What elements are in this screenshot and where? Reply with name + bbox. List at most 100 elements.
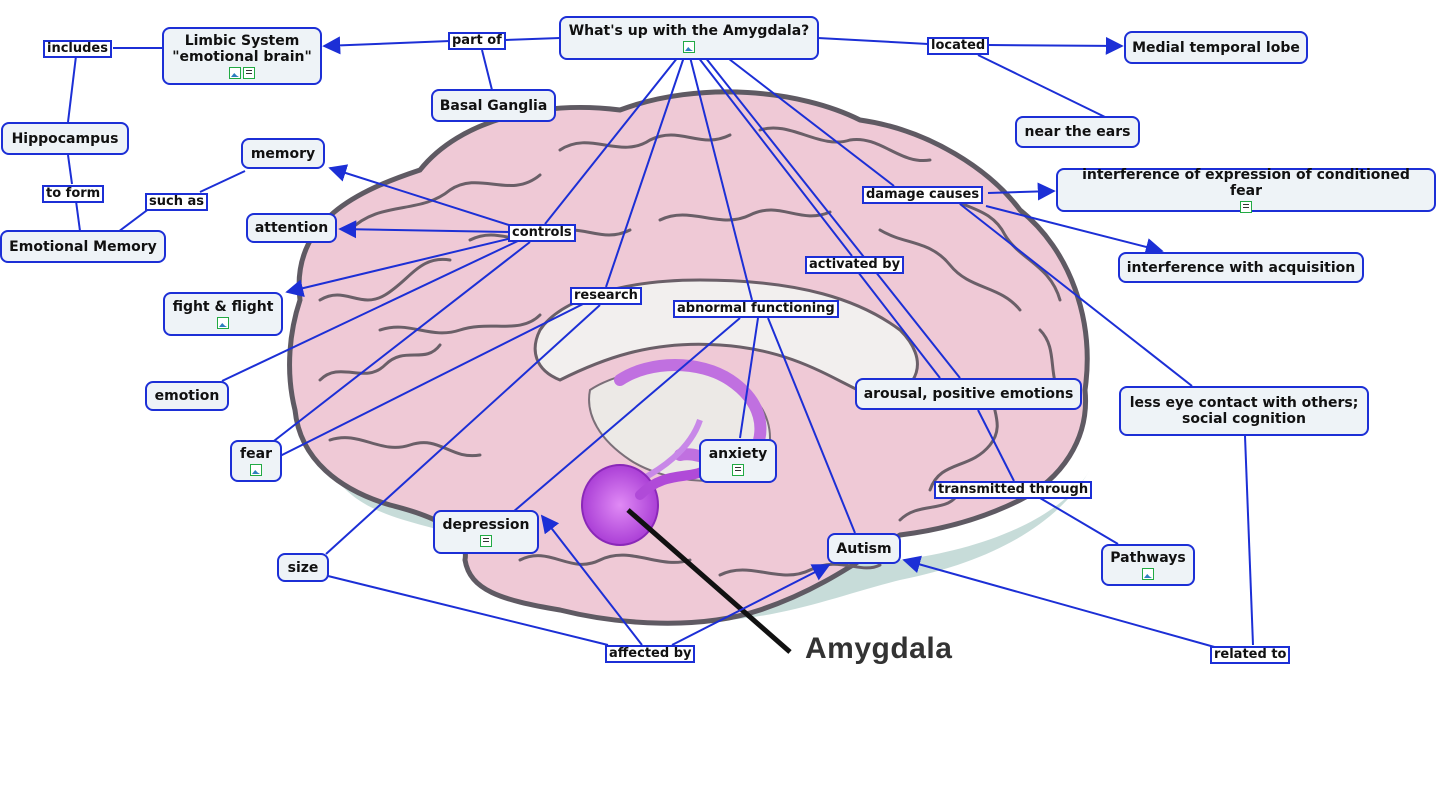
node-size[interactable]: size	[277, 553, 329, 582]
node-interference-acquisition-text: interference with acquisition	[1126, 259, 1356, 276]
node-arousal-positive-emotions-text: arousal, positive emotions	[863, 386, 1074, 402]
node-anxiety[interactable]: anxiety	[699, 439, 777, 483]
image-attachment-icon[interactable]	[250, 464, 262, 476]
amygdala-caption: Amygdala	[805, 632, 953, 665]
link-controls-attention	[338, 220, 511, 239]
link-main-located	[817, 37, 929, 45]
link-main-activated	[697, 56, 853, 257]
image-attachment-icon[interactable]	[217, 317, 229, 329]
node-attention[interactable]: attention	[246, 213, 337, 243]
node-basal-ganglia[interactable]: Basal Ganglia	[431, 89, 556, 122]
link-label-part-of[interactable]: part of	[448, 32, 506, 50]
node-size-text: size	[287, 559, 319, 576]
connector-lines	[67, 36, 1254, 649]
node-limbic-system-text: Limbic System "emotional brain"	[172, 33, 312, 65]
link-eyecontact-related	[1244, 435, 1254, 646]
node-limbic-system[interactable]: Limbic System "emotional brain"	[162, 27, 322, 85]
image-attachment-icon[interactable]	[229, 67, 241, 79]
document-attachment-icon[interactable]	[1240, 201, 1252, 213]
link-abnormal-depression	[512, 317, 741, 513]
link-main-research	[605, 56, 685, 288]
node-depression[interactable]: depression	[433, 510, 539, 554]
node-hippocampus[interactable]: Hippocampus	[1, 122, 129, 155]
node-memory[interactable]: memory	[241, 138, 325, 169]
node-medial-temporal-lobe-text: Medial temporal lobe	[1132, 39, 1300, 56]
link-label-activated-by[interactable]: activated by	[805, 256, 905, 274]
link-main-abnormal	[689, 56, 753, 301]
link-label-to-form[interactable]: to form	[42, 185, 105, 203]
link-main-arousal	[704, 56, 961, 379]
link-size-affected	[327, 575, 609, 646]
node-interference-expression-text: interference of expression of conditione…	[1082, 167, 1410, 199]
node-fear[interactable]: fear	[230, 440, 282, 482]
link-located-ears	[977, 54, 1106, 118]
link-controls-emotion	[221, 239, 521, 382]
link-label-damage-causes[interactable]: damage causes	[862, 186, 984, 204]
link-transmitted-pathways	[1039, 497, 1119, 545]
node-autism-text: Autism	[836, 540, 892, 557]
link-label-located[interactable]: located	[927, 37, 990, 55]
link-hippo-toform	[67, 154, 73, 185]
link-controls-memory	[328, 164, 513, 227]
node-main-topic[interactable]: What's up with the Amygdala?	[559, 16, 819, 60]
link-damage-interfacq	[985, 205, 1164, 256]
node-main-topic-text: What's up with the Amygdala?	[568, 23, 810, 39]
link-label-includes[interactable]: includes	[43, 40, 112, 58]
link-includes-hippo	[67, 55, 77, 123]
node-arousal-positive-emotions[interactable]: arousal, positive emotions	[855, 378, 1082, 410]
node-attention-text: attention	[254, 220, 329, 236]
link-label-controls[interactable]: controls	[508, 224, 576, 242]
link-abnormal-anxiety	[739, 317, 759, 439]
node-hippocampus-text: Hippocampus	[11, 130, 119, 147]
link-toform-emomem	[75, 200, 81, 232]
link-abnormal-autism	[767, 317, 856, 534]
link-label-related-to[interactable]: related to	[1210, 646, 1291, 664]
link-research-fear	[279, 302, 586, 457]
node-near-ears[interactable]: near the ears	[1015, 116, 1140, 148]
node-pathways-text: Pathways	[1110, 550, 1186, 566]
link-label-transmitted-through[interactable]: transmitted through	[934, 481, 1093, 499]
link-memory-suchas	[199, 170, 246, 193]
link-controls-fight	[285, 237, 513, 297]
node-fear-text: fear	[240, 446, 272, 462]
link-main-damage	[719, 51, 895, 187]
link-label-such-as[interactable]: such as	[145, 193, 208, 211]
node-emotional-memory[interactable]: Emotional Memory	[0, 230, 166, 263]
amygdala-shape	[581, 464, 659, 546]
link-main-controls	[544, 56, 679, 225]
brain-illustration	[287, 89, 1090, 654]
link-suchas-emomem	[117, 207, 151, 233]
node-emotional-memory-text: Emotional Memory	[9, 238, 157, 255]
node-interference-acquisition[interactable]: interference with acquisition	[1118, 252, 1364, 283]
node-fight-flight[interactable]: fight & flight	[163, 292, 283, 336]
link-label-research[interactable]: research	[570, 287, 642, 305]
node-memory-text: memory	[250, 145, 316, 162]
link-label-affected-by[interactable]: affected by	[605, 645, 696, 663]
link-damage-eyecontact	[959, 203, 1193, 387]
node-emotion-text: emotion	[154, 388, 220, 404]
node-basal-ganglia-text: Basal Ganglia	[439, 97, 548, 114]
link-research-size	[325, 304, 601, 555]
node-depression-text: depression	[442, 517, 530, 533]
link-label-abnormal-functioning[interactable]: abnormal functioning	[673, 300, 839, 318]
node-interference-expression[interactable]: interference of expression of conditione…	[1056, 167, 1436, 213]
document-attachment-icon[interactable]	[732, 464, 744, 476]
link-located-medial	[987, 36, 1124, 55]
image-attachment-icon[interactable]	[683, 41, 695, 53]
node-medial-temporal-lobe[interactable]: Medial temporal lobe	[1124, 31, 1308, 64]
link-affected-depression	[540, 514, 643, 646]
link-controls-fear	[269, 241, 531, 445]
link-related-autism	[902, 555, 1219, 649]
link-affected-autism	[671, 564, 831, 646]
node-emotion[interactable]: emotion	[145, 381, 229, 411]
node-eye-contact[interactable]: less eye contact with others; social cog…	[1119, 386, 1369, 436]
link-arousal-transmitted	[977, 409, 1015, 482]
document-attachment-icon[interactable]	[480, 535, 492, 547]
node-anxiety-text: anxiety	[708, 446, 768, 462]
node-pathways[interactable]: Pathways	[1101, 544, 1195, 586]
image-attachment-icon[interactable]	[1142, 568, 1154, 580]
node-autism[interactable]: Autism	[827, 533, 901, 564]
link-damage-interfexpr	[987, 182, 1056, 201]
node-near-ears-text: near the ears	[1024, 124, 1131, 140]
document-attachment-icon[interactable]	[243, 67, 255, 79]
